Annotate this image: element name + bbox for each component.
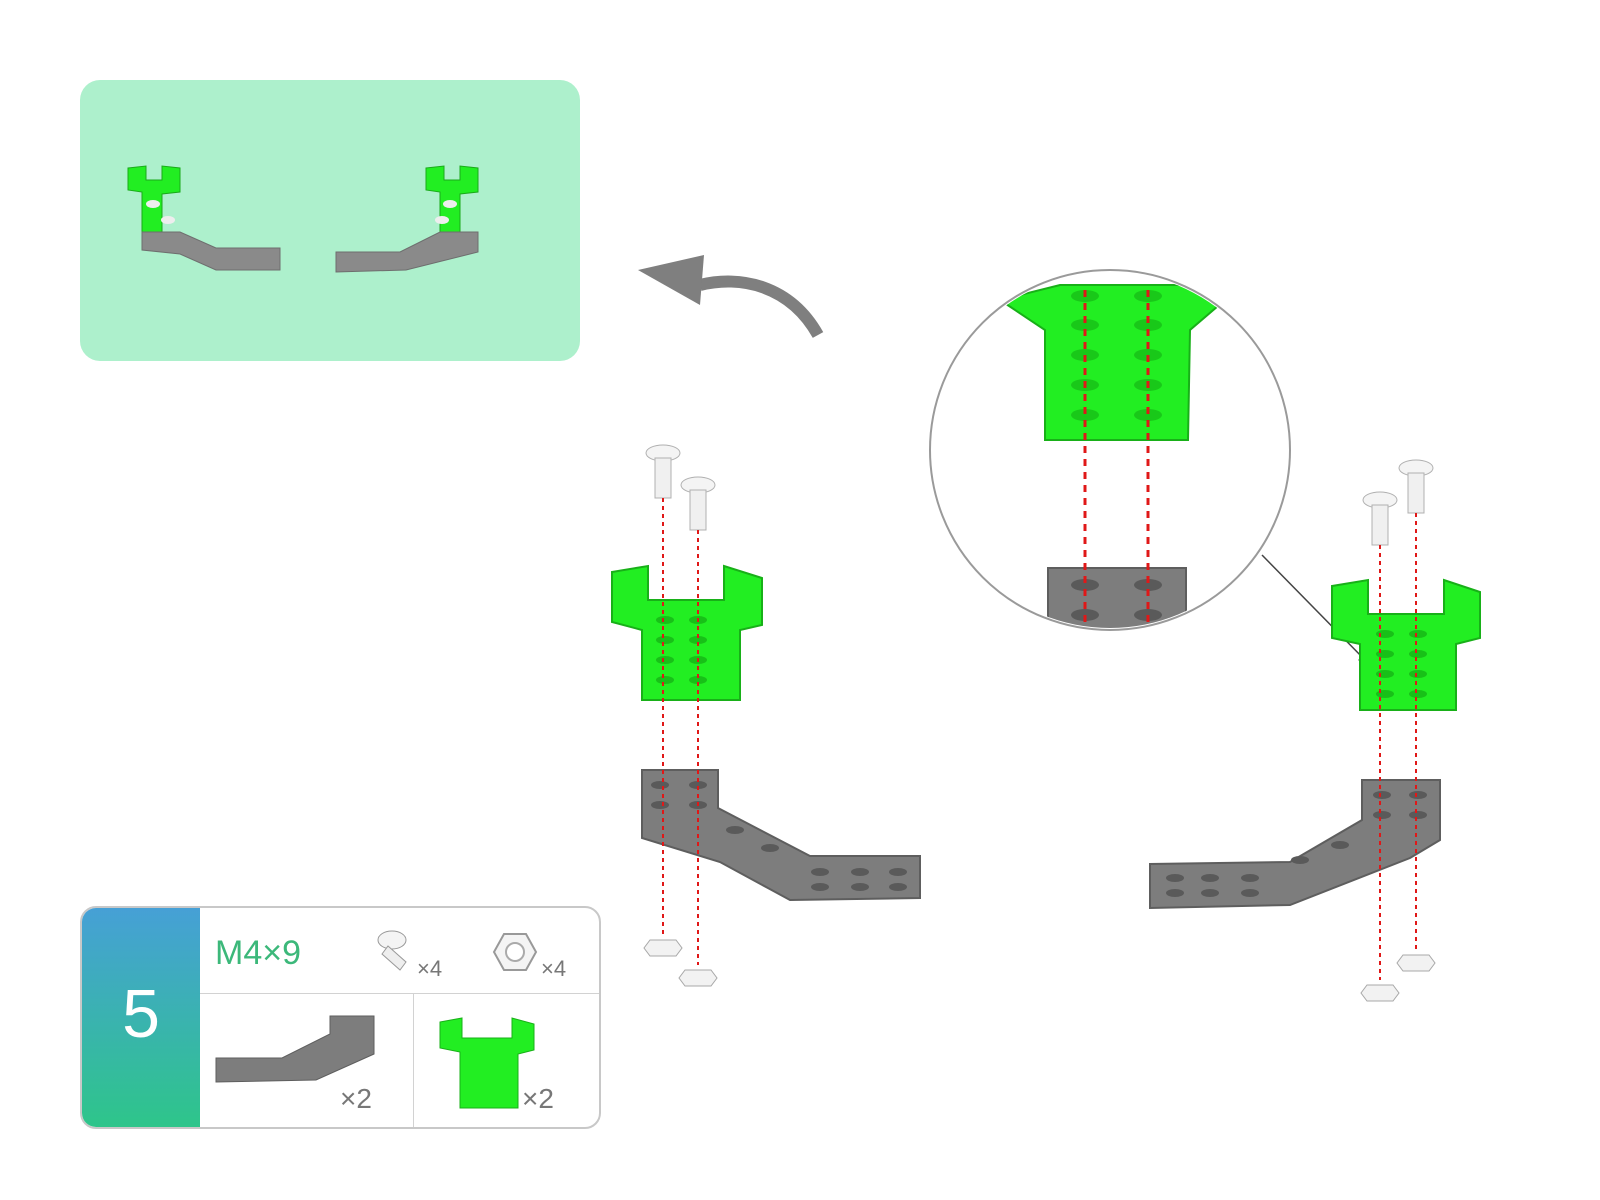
- result-preview-panel: [80, 80, 580, 361]
- screw-spec-label: M4×9: [215, 934, 301, 972]
- step-number: 5: [122, 976, 160, 1052]
- screw-icon: [1362, 491, 1398, 546]
- left-exploded-stack: [611, 444, 921, 987]
- curved-arrow-left-icon: [638, 255, 824, 339]
- right-assembled-bracket: [335, 165, 479, 273]
- right-exploded-stack: [1149, 459, 1481, 1002]
- screw-icon: [1398, 459, 1434, 514]
- left-assembled-bracket: [127, 165, 281, 271]
- parts-divider-vertical: [413, 994, 414, 1127]
- magnifier-detail-icon: [929, 269, 1370, 668]
- gray-plate-quantity: ×2: [340, 1083, 372, 1114]
- result-preview-illustration: [127, 165, 479, 273]
- hex-nut-icon: [1360, 984, 1400, 1002]
- step-badge: 5: [82, 908, 200, 1127]
- nut-quantity: ×4: [541, 956, 567, 981]
- screw-icon: [645, 444, 681, 499]
- hex-nut-icon: [492, 933, 538, 971]
- green-part-quantity: ×2: [522, 1083, 554, 1114]
- parts-divider-horizontal: [200, 993, 599, 994]
- screw-icon: [680, 476, 716, 531]
- gray-plate-icon: [215, 1015, 375, 1083]
- parts-list-card: 5 M4×9 ×4 ×4 ×2 ×2: [80, 906, 601, 1129]
- hex-nut-icon: [678, 969, 718, 987]
- screw-icon: [377, 930, 407, 971]
- screw-quantity: ×4: [417, 956, 443, 981]
- green-part-icon: [439, 1017, 535, 1109]
- hex-nut-icon: [643, 939, 683, 957]
- hex-nut-icon: [1396, 954, 1436, 972]
